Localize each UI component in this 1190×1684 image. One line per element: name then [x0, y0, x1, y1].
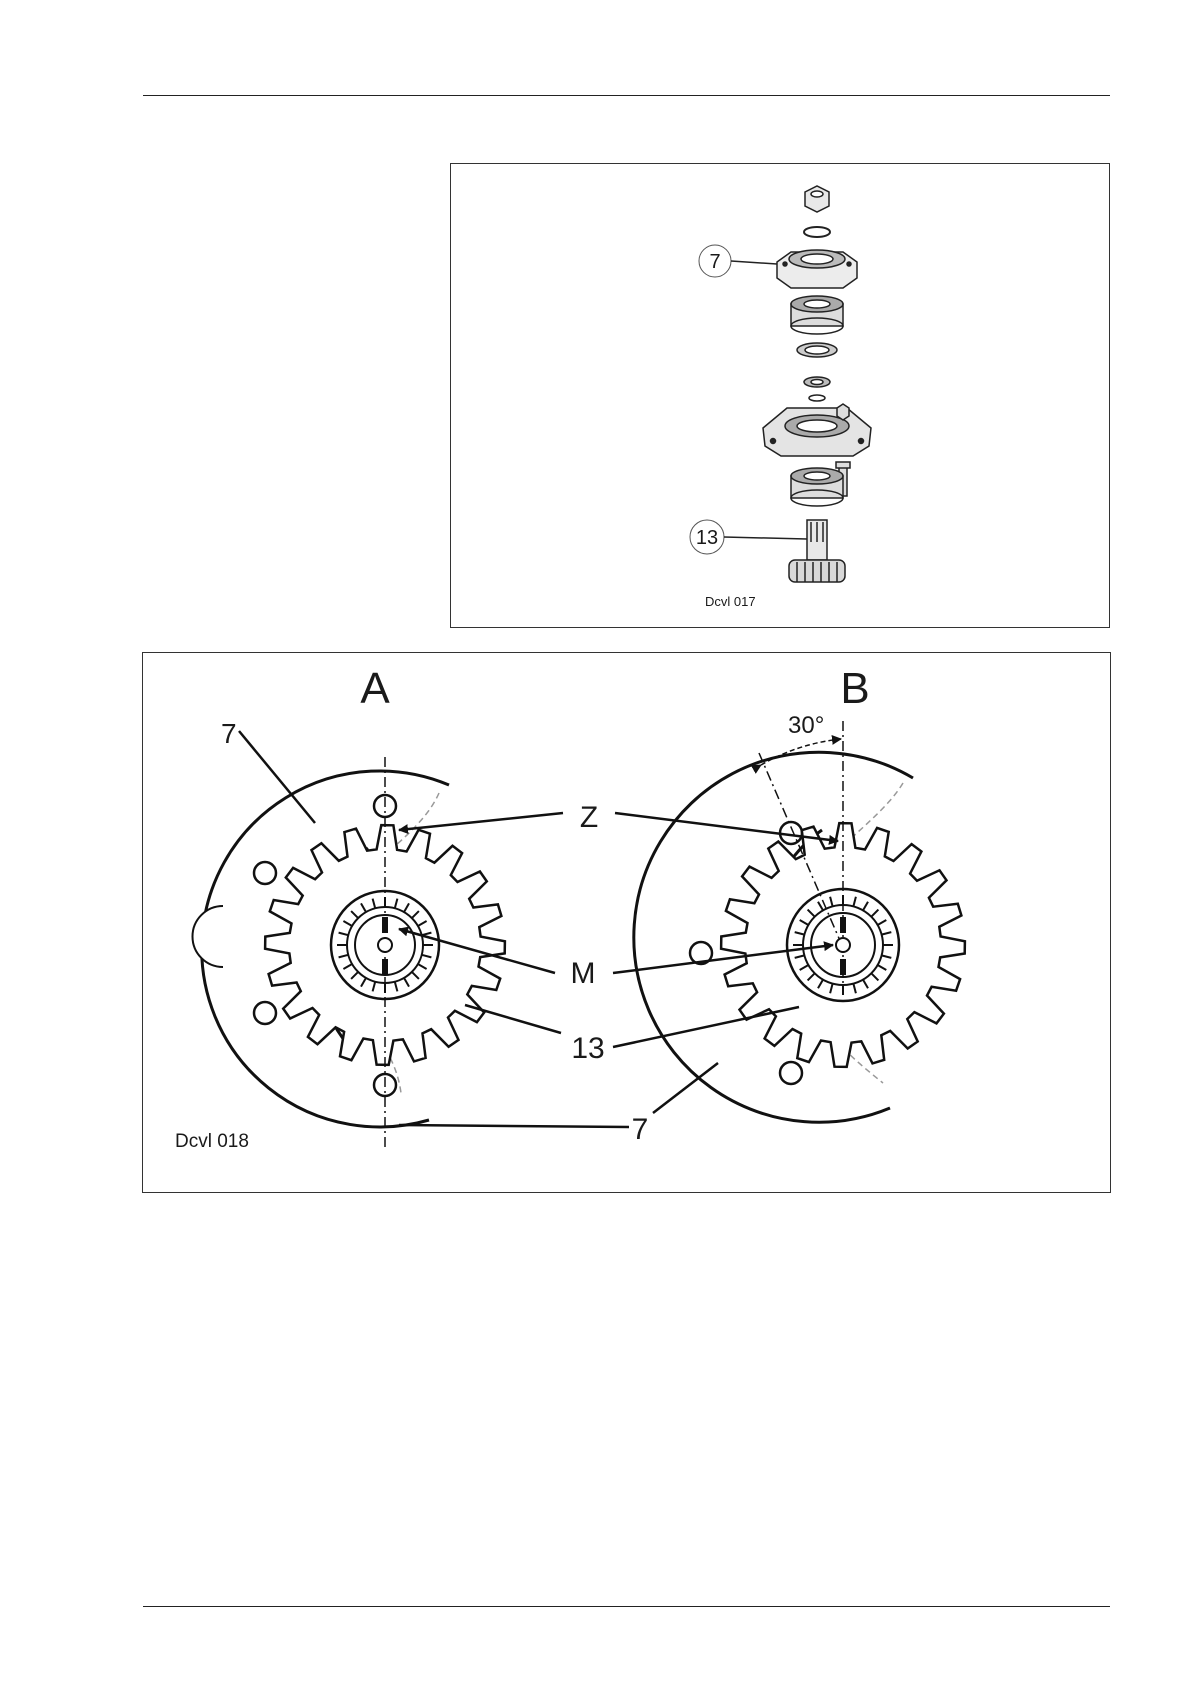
label-7-bottom: 7 [632, 1113, 649, 1146]
figure-dcvl-017: 7 13 Dcvl 017 [450, 163, 1110, 628]
view-b-mark-m-bottom [840, 959, 846, 975]
view-a-housing-notch [193, 906, 224, 967]
figure-caption: Dcvl 018 [175, 1131, 249, 1152]
bearing-housing-7 [777, 250, 857, 288]
callout-13-label: 13 [696, 527, 718, 549]
exploded-assembly-drawing: 7 13 Dcvl 017 [451, 164, 1111, 629]
view-a-hole-left-upper [254, 862, 276, 884]
upper-bearing [791, 296, 843, 334]
view-b-hole-bottom [780, 1062, 802, 1084]
small-washer [809, 395, 825, 401]
gear-timing-drawing: A B 30° [143, 653, 1112, 1194]
callout-7-label: 7 [709, 251, 720, 273]
label-z: Z [580, 801, 598, 834]
washer [804, 227, 830, 237]
gear-shaft-13 [789, 520, 845, 582]
lower-housing [763, 408, 871, 456]
figure-caption: Dcvl 017 [705, 594, 756, 609]
callout-13: 13 [690, 520, 807, 554]
view-a-hub [378, 938, 392, 952]
view-b-mark-m-top [840, 917, 846, 933]
view-a-hole-left-lower [254, 1002, 276, 1024]
figure-dcvl-018: A B 30° [142, 652, 1111, 1193]
nut [805, 186, 829, 212]
lower-bearing [791, 468, 843, 506]
view-b: B 30° [634, 664, 965, 1122]
footer-rule [143, 1606, 1110, 1607]
view-a-mark-m-bottom [382, 959, 388, 975]
callout-7: 7 [699, 245, 777, 277]
view-a: A [193, 664, 505, 1149]
label-7-left: 7 [221, 718, 237, 749]
spacer [804, 377, 830, 387]
view-a-mark-m-top [382, 917, 388, 933]
label-m: M [571, 957, 596, 990]
angle-label: 30° [788, 712, 824, 739]
view-b-title: B [840, 664, 869, 713]
label-13: 13 [571, 1032, 604, 1065]
view-a-title: A [360, 664, 390, 713]
seal-ring [797, 343, 837, 357]
header-rule [143, 95, 1110, 96]
view-b-hub [836, 938, 850, 952]
